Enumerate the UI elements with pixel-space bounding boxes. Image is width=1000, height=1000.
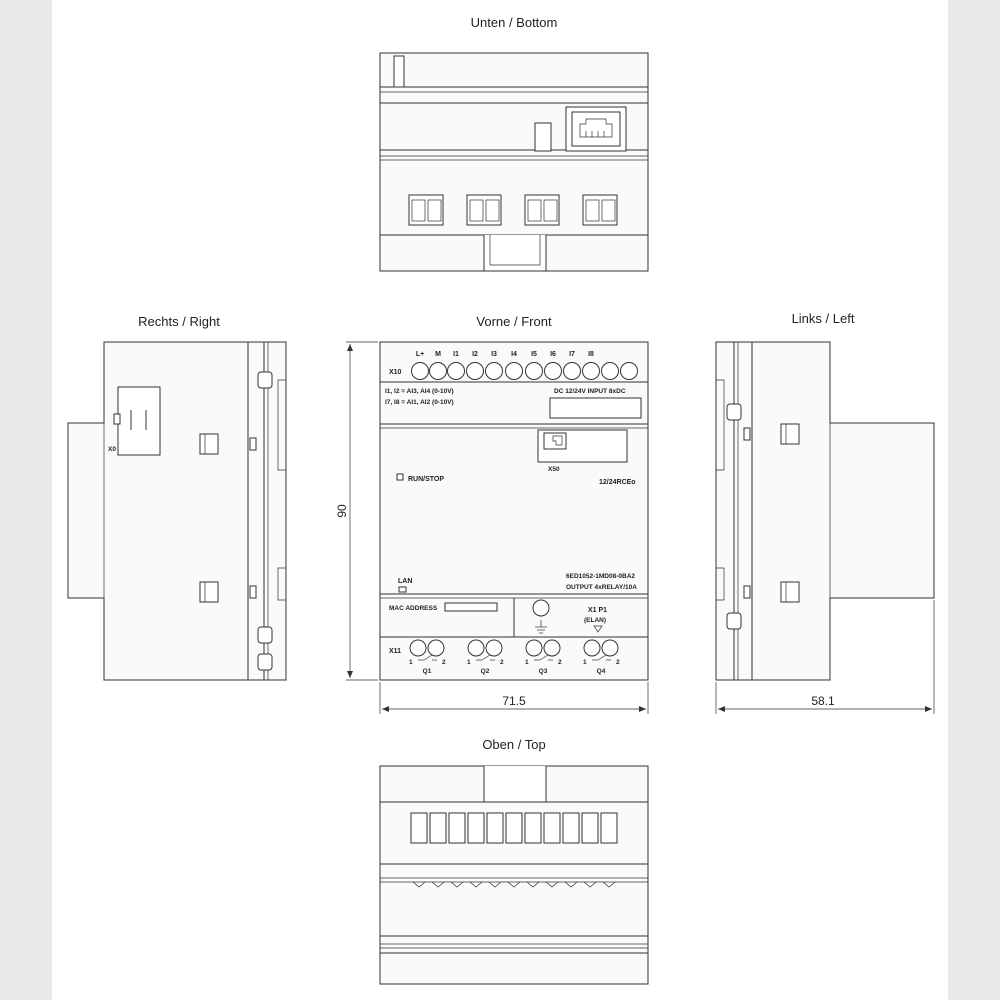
- top-terminal-screws: [410, 812, 618, 844]
- x11-label: X11: [389, 648, 401, 655]
- run-stop-led: [396, 473, 404, 481]
- front-view-title: Vorne / Front: [476, 314, 552, 329]
- height-dimension: 90: [335, 341, 378, 681]
- right-view: Rechts / Right X0: [67, 314, 287, 681]
- model-label: 12/24RCEo: [599, 479, 636, 486]
- depth-value: 58.1: [811, 694, 835, 708]
- lan-label: LAN: [398, 578, 412, 585]
- terminal-label-lplus: L+: [416, 351, 424, 358]
- relay-output-q4: 1 2 Q4: [583, 639, 620, 675]
- terminal-label-i4: I4: [511, 351, 517, 358]
- height-value: 90: [335, 504, 349, 518]
- terminal-label-i5: I5: [531, 351, 537, 358]
- input-rating-label: DC 12/24V INPUT 8xDC: [554, 388, 626, 395]
- elan-label: (ELAN): [584, 617, 606, 624]
- relay-pin-2: 2: [442, 659, 446, 666]
- ground-screw: [532, 599, 550, 617]
- relay-pin-2: 2: [616, 659, 620, 666]
- run-stop-label: RUN/STOP: [408, 476, 444, 483]
- output-label-q2: Q2: [481, 668, 490, 675]
- bottom-terminal-screws: [408, 194, 618, 226]
- x50-card-slot: [537, 429, 628, 463]
- relay-pin-2: 2: [500, 659, 504, 666]
- terminal-label-i8: I8: [588, 351, 594, 358]
- width-dimension: 71.5: [379, 682, 649, 714]
- width-value: 71.5: [502, 694, 526, 708]
- relay-output-q3: 1 2 Q3: [525, 639, 562, 675]
- relay-output-q2: 1 2 Q2: [467, 639, 504, 675]
- mac-address-field: [444, 602, 498, 612]
- relay-pin-2: 2: [558, 659, 562, 666]
- ground-icon: [535, 620, 547, 634]
- output-label-q4: Q4: [597, 668, 606, 675]
- top-view: Oben / Top: [379, 737, 649, 985]
- relay-output-q1: 1 2 Q1: [409, 639, 446, 675]
- left-view-title: Links / Left: [792, 311, 855, 326]
- elan-arrow-icon: [593, 625, 603, 633]
- ethernet-port-icon: [565, 106, 627, 152]
- terminal-label-i2: I2: [472, 351, 478, 358]
- depth-dimension: 58.1: [715, 600, 935, 714]
- analog-inputs-line-2: I7, I8 = AI1, AI2 (0-10V): [385, 399, 454, 406]
- top-din-clip: [483, 766, 547, 803]
- lan-led: [398, 586, 407, 593]
- x10-label: X10: [389, 369, 402, 376]
- output-label-q3: Q3: [539, 668, 548, 675]
- terminal-label-i3: I3: [491, 351, 497, 358]
- bottom-view: Unten / Bottom: [379, 15, 649, 272]
- bottom-slot: [534, 122, 552, 152]
- right-view-title: Rechts / Right: [138, 314, 220, 329]
- right-margin: [948, 0, 1000, 1000]
- top-view-title: Oben / Top: [482, 737, 545, 752]
- bottom-view-title: Unten / Bottom: [471, 15, 558, 30]
- top-vent-marks: [412, 881, 616, 888]
- relay-pin-1: 1: [583, 659, 587, 666]
- left-margin: [0, 0, 52, 1000]
- output-rating-label: OUTPUT 4xRELAY/10A: [566, 584, 637, 591]
- terminal-label-i7: I7: [569, 351, 575, 358]
- output-label-q1: Q1: [423, 668, 432, 675]
- x50-label: X50: [548, 466, 560, 473]
- top-terminal-screws: [411, 362, 638, 380]
- terminal-label-m: M: [435, 351, 441, 358]
- din-clip: [483, 235, 547, 272]
- mac-address-label: MAC ADDRESS: [389, 605, 438, 612]
- side-connector-icon: [113, 386, 161, 456]
- order-number: 6ED1052-1MD08-0BA2: [566, 573, 635, 580]
- x1-p1-label: X1 P1: [588, 607, 607, 614]
- relay-pin-1: 1: [525, 659, 529, 666]
- terminal-label-i6: I6: [550, 351, 556, 358]
- analog-inputs-line-1: I1, I2 = AI3, AI4 (0-10V): [385, 388, 454, 395]
- top-terminal-labels: L+ M I1 I2 I3 I4 I5 I6 I7 I8: [416, 351, 594, 358]
- terminal-label-i1: I1: [453, 351, 459, 358]
- input-label-field: [549, 397, 642, 419]
- left-view: Links / Left 58.1: [715, 311, 935, 714]
- side-connector-label: X0: [108, 446, 116, 453]
- relay-pin-1: 1: [409, 659, 413, 666]
- relay-pin-1: 1: [467, 659, 471, 666]
- front-view: Vorne / Front X10 L+ M I1 I2 I3 I4 I5 I6…: [335, 314, 649, 714]
